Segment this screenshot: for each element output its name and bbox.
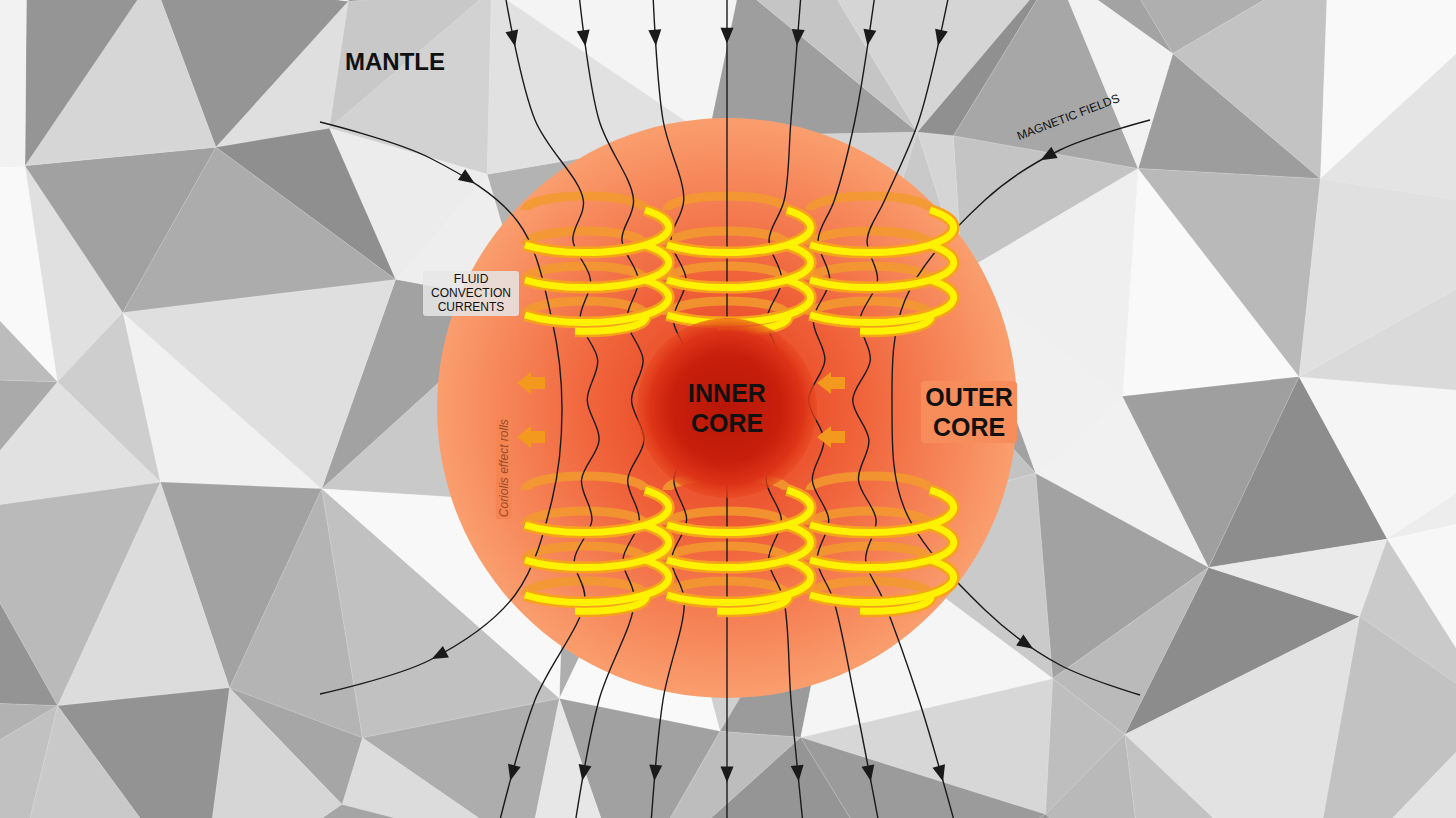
mantle-facet: [1138, 169, 1320, 377]
field-arrowhead: [861, 29, 876, 47]
outer-core-disc: [437, 118, 1017, 698]
outer-core-label: OUTER CORE: [921, 381, 1017, 443]
field-arrowhead: [790, 29, 804, 46]
field-arrowhead: [576, 764, 592, 782]
convection-label: FLUID CONVECTION CURRENTS: [423, 271, 519, 316]
mantle-facet: [201, 805, 528, 818]
inner-core-label: INNER CORE: [670, 377, 784, 439]
mantle-facet: [528, 698, 627, 818]
mantle-facet: [0, 174, 57, 381]
mantle-facet: [123, 279, 396, 488]
mantle-facet: [801, 737, 1046, 818]
mantle-label: MANTLE: [343, 47, 447, 78]
mantle-facet: [0, 0, 27, 174]
field-arrowhead: [862, 764, 878, 782]
mantle-facet: [902, 814, 1147, 818]
mantle-facet: [0, 698, 58, 814]
field-arrowhead: [1016, 635, 1037, 655]
mantle-facet: [1125, 734, 1307, 818]
inner-core-disc: [637, 318, 817, 498]
field-arrowhead: [458, 169, 479, 189]
field-arrowhead: [648, 764, 662, 781]
mantle-facet: [1320, 0, 1456, 219]
mantle-facet: [226, 0, 348, 1]
mantle-facet: [153, 0, 349, 1]
magnetic-field-lines: [320, 0, 1150, 818]
mantle-facet: [25, 147, 216, 312]
outer-core-circle: OUTER CORE INNER CORE: [437, 118, 1017, 698]
mantle-facet: [0, 0, 27, 174]
mantle-facet: [1307, 711, 1456, 818]
field-arrowhead: [429, 646, 449, 665]
field-arrowhead: [932, 29, 948, 47]
field-arrowhead: [648, 29, 662, 46]
mantle-facet: [280, 0, 497, 1]
mantle-facet: [1299, 219, 1456, 402]
inner-core-shape: [637, 318, 817, 498]
field-arrowhead: [932, 764, 949, 783]
field-arrowhead: [505, 30, 521, 48]
mantle-facet: [329, 0, 491, 128]
field-arrowhead: [721, 28, 734, 44]
coriolis-label: Coriolis effect rolls: [496, 417, 512, 519]
mantle-facet: [0, 374, 57, 511]
field-arrowhead: [504, 764, 521, 783]
mantle-facet: [0, 512, 58, 706]
mantle-facet: [342, 738, 528, 818]
mantle-facet: [1387, 402, 1456, 539]
mantle-facet: [492, 0, 740, 136]
inner-core-circle: INNER CORE: [637, 318, 817, 498]
field-arrowhead: [791, 765, 806, 782]
mantle-facet: [348, 0, 497, 1]
field-arrowhead: [577, 29, 592, 47]
field-arrowhead: [721, 767, 734, 783]
mantle-facet: [1209, 539, 1388, 616]
field-arrowhead: [1037, 147, 1057, 166]
mantle-facet: [25, 0, 153, 166]
mantle-facet: [1173, 0, 1328, 179]
mantle-facet: [1299, 377, 1456, 539]
